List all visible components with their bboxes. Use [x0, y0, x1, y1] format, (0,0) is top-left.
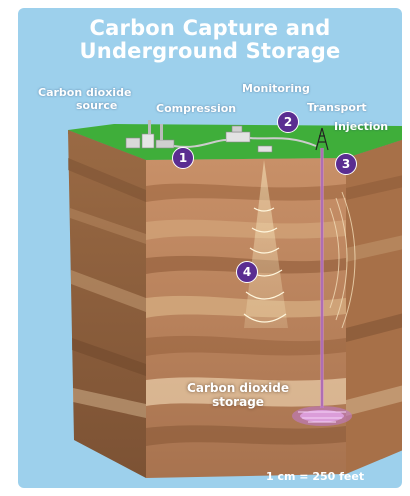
label-co2-source-line1: Carbon dioxide: [38, 86, 132, 99]
monitoring-station: [257, 145, 273, 153]
label-transport: Transport: [307, 101, 367, 114]
compression-facility: [225, 125, 251, 143]
injection-rig: [315, 127, 329, 151]
scale-label: 1 cm = 250 feet: [266, 470, 365, 483]
step-badge-1: 1: [172, 147, 194, 169]
ccs-block-diagram: [68, 120, 402, 478]
monitoring-waves: [243, 160, 288, 328]
step-badge-3: 3: [335, 153, 357, 175]
co2-storage-plume: [292, 406, 352, 426]
co2-source-plant: [125, 120, 175, 149]
label-monitoring: Monitoring: [242, 82, 310, 95]
step-badge-4: 4: [236, 261, 258, 283]
well-waves: [329, 191, 356, 329]
label-storage-line2: storage: [212, 395, 264, 409]
label-co2-source-line2: source: [76, 99, 118, 112]
side-strata: [68, 158, 146, 418]
right-strata: [346, 175, 402, 416]
transport-pipeline: [173, 137, 317, 148]
step-badge-2: 2: [277, 111, 299, 133]
diagram-title-line1: Carbon Capture and: [89, 16, 331, 40]
label-storage-line1: Carbon dioxide: [187, 381, 289, 395]
diagram-frame: Carbon Capture and Underground Storage C…: [18, 8, 402, 488]
label-injection: Injection: [334, 120, 389, 133]
diagram-title-line2: Underground Storage: [79, 39, 341, 63]
label-compression: Compression: [156, 102, 237, 115]
